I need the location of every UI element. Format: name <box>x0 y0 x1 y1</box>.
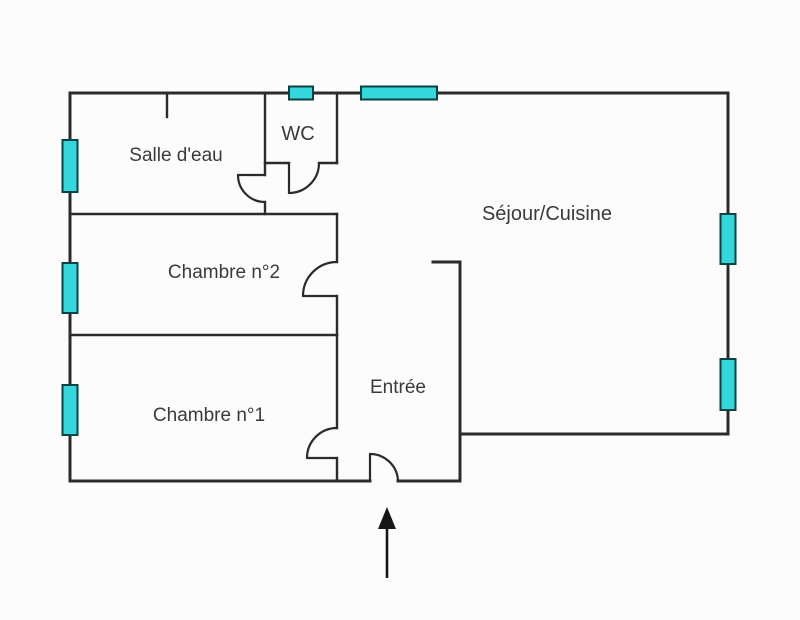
salle-deau-door <box>236 173 267 204</box>
chambre-1-door-arc <box>305 426 339 460</box>
salle-deau-door-arc <box>236 173 267 204</box>
label-chambre-1: Chambre n°1 <box>153 405 265 426</box>
label-sejour-cuisine: Séjour/Cuisine <box>482 203 612 225</box>
label-entree: Entrée <box>370 377 426 398</box>
window-left-chambre-1 <box>61 384 79 436</box>
chambre-1-door <box>305 426 339 460</box>
window-top-large <box>360 85 438 101</box>
window-right-lower <box>719 358 737 411</box>
label-wc: WC <box>281 123 314 145</box>
window-top-small <box>288 85 314 101</box>
window-right-upper <box>719 213 737 265</box>
wc-door <box>287 161 321 195</box>
wc-door-arc <box>287 161 321 195</box>
entrance-arrow-head <box>378 507 396 529</box>
chambre-2-door-arc <box>301 260 339 298</box>
label-chambre-2: Chambre n°2 <box>168 262 280 283</box>
doors <box>236 161 400 483</box>
front-door-arc <box>368 452 400 483</box>
inner-walls <box>68 91 339 483</box>
window-left-chambre-2 <box>61 262 79 314</box>
window-left-salle-deau <box>61 139 79 193</box>
windows <box>61 85 737 436</box>
entrance-arrow <box>378 507 396 578</box>
chambre-2-door <box>301 260 339 298</box>
label-salle-deau: Salle d'eau <box>129 145 222 166</box>
front-door <box>368 452 400 483</box>
room-labels: Salle d'eau WC Séjour/Cuisine Chambre n°… <box>129 123 612 426</box>
